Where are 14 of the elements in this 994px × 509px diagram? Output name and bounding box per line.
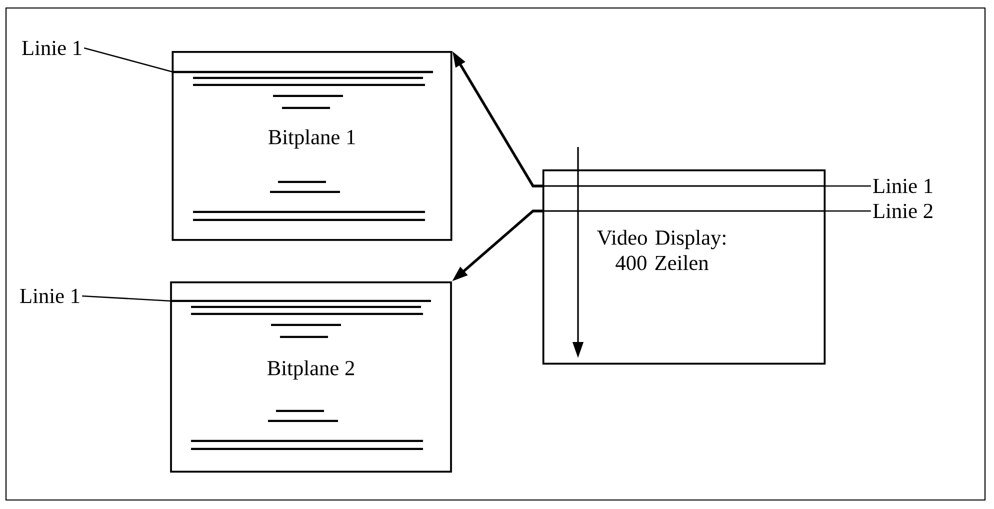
box-title: Video Display: 400 Zeilen xyxy=(597,230,726,270)
panel-box xyxy=(170,281,452,473)
line-label: Linie 1 xyxy=(20,288,80,304)
leader-line xyxy=(84,47,174,73)
panel-box xyxy=(542,169,826,365)
line-label: Linie 1 xyxy=(22,40,82,56)
box-title: Bitplane 1 xyxy=(268,129,355,149)
scan-line xyxy=(825,210,871,212)
leader-line xyxy=(82,295,172,302)
box-title: Bitplane 2 xyxy=(267,360,354,380)
panel-box xyxy=(172,51,452,241)
line-label: Linie 1 xyxy=(873,178,932,194)
scan-line xyxy=(825,185,871,187)
line-label: Linie 2 xyxy=(873,204,932,218)
